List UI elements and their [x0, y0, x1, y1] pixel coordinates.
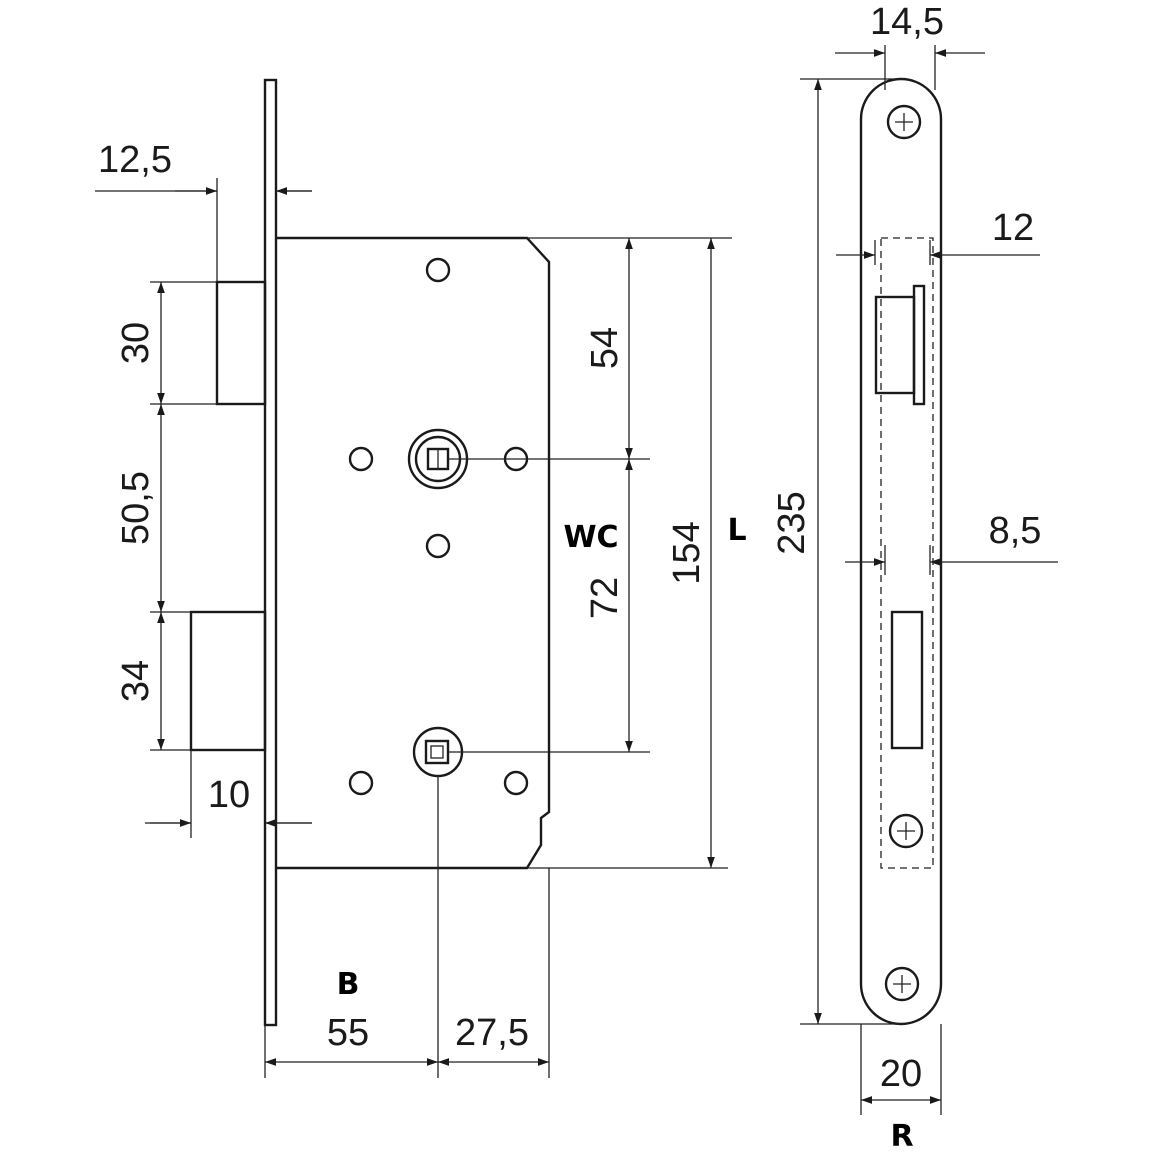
forend-plate	[263, 78, 278, 1027]
screw-top	[886, 104, 922, 140]
dim-front-thickness: 12,5	[98, 139, 172, 181]
label-b: B	[337, 967, 360, 1002]
faceplate-extension-lines	[800, 45, 942, 1115]
dim-latch-to-bolt: 50,5	[115, 471, 157, 545]
dim-handle-to-wc: 72	[584, 577, 626, 619]
dim-handle-to-top: 54	[584, 327, 626, 369]
faceplate	[859, 77, 943, 1026]
case-hole	[348, 770, 374, 796]
dim-bolt-height: 34	[115, 660, 157, 702]
lock-body-view	[189, 78, 551, 1027]
case-hole	[425, 533, 451, 559]
case-hole	[503, 770, 529, 796]
faceplate-dimension-lines	[814, 49, 1058, 1104]
screw-middle	[888, 813, 924, 849]
dim-latch-height: 30	[115, 322, 157, 364]
dimension-lines	[150, 187, 715, 1066]
label-r: R	[890, 1119, 913, 1152]
faceplate-view	[859, 77, 943, 1026]
latch-bolt	[215, 280, 267, 406]
dim-backset: 55	[327, 1012, 369, 1054]
dim-front-length: 235	[771, 491, 813, 554]
latch-edge-lip	[912, 284, 926, 406]
dim-bolt-window-offset: 8,5	[989, 510, 1042, 552]
dead-bolt	[189, 610, 267, 752]
dim-bolt-projection: 10	[208, 774, 250, 816]
dim-case-height: 154	[666, 521, 708, 584]
dim-case-rest: 27,5	[455, 1012, 529, 1054]
dim-latch-window-offset: 12	[992, 207, 1034, 249]
case-hole	[425, 257, 451, 283]
screw-bottom	[884, 966, 920, 1002]
latch-edge	[874, 295, 916, 395]
case-hole	[348, 446, 374, 472]
lock-case	[276, 236, 551, 870]
case-outline-dashed	[880, 237, 934, 869]
bolt-window	[890, 610, 924, 750]
dim-faceplate-width: 20	[880, 1053, 922, 1095]
label-l: L	[727, 513, 746, 548]
label-wc: WC	[563, 520, 618, 555]
dim-front-width: 14,5	[870, 1, 944, 43]
